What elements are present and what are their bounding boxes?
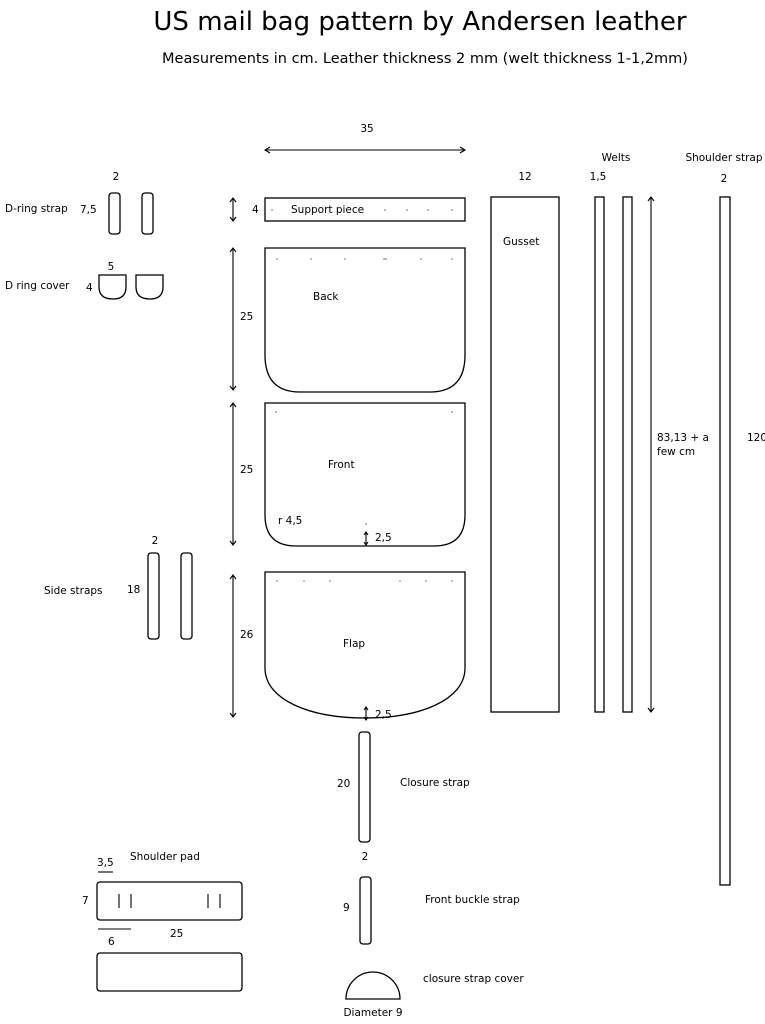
shoulder-pad-height-label: 7 xyxy=(82,895,89,907)
dring-strap-width-label: 2 xyxy=(113,171,120,183)
welt-strip-2 xyxy=(622,196,633,713)
front-buckle-strap-length-label: 9 xyxy=(343,902,350,914)
page-subtitle: Measurements in cm. Leather thickness 2 … xyxy=(162,51,688,67)
closure-strap-label: Closure strap xyxy=(400,777,470,789)
back-panel xyxy=(264,247,466,393)
dring-cover-height-label: 4 xyxy=(86,282,93,294)
support-width-label: 35 xyxy=(360,123,373,135)
welts-length-note: few cm xyxy=(657,446,695,458)
dring-cover-label: D ring cover xyxy=(5,280,70,292)
dring-cover-1 xyxy=(98,274,127,300)
front-inset-dimension xyxy=(363,531,369,546)
closure-strap-cover-diameter-label: Diameter 9 xyxy=(343,1007,402,1019)
support-piece xyxy=(264,197,466,222)
dring-strap-label: D-ring strap xyxy=(5,203,68,215)
support-stitch-dots xyxy=(271,209,453,211)
side-straps-label: Side straps xyxy=(44,585,103,597)
flap-stitch-dots xyxy=(276,580,453,582)
gusset-width-label: 12 xyxy=(518,171,531,183)
shoulder-pad-slots xyxy=(118,894,221,908)
support-height-dimension xyxy=(229,197,237,222)
shoulder-pad-bottom xyxy=(96,952,243,992)
closure-strap-width-label: 2 xyxy=(362,851,369,863)
shoulder-strap-piece xyxy=(719,196,731,886)
welts-length-dimension xyxy=(647,196,655,713)
front-buckle-strap-piece xyxy=(359,876,372,945)
front-label: Front xyxy=(328,459,355,471)
shoulder-pad-length-label: 25 xyxy=(170,928,183,940)
welt-strip-1 xyxy=(594,196,605,713)
page-title: US mail bag pattern by Andersen leather xyxy=(153,7,686,37)
side-strap-2 xyxy=(180,552,193,640)
front-height-dimension xyxy=(229,402,237,546)
flap-height-dimension xyxy=(229,574,237,718)
welts-label: Welts xyxy=(602,152,631,164)
back-height-dimension xyxy=(229,247,237,391)
dring-strap-height-label: 7,5 xyxy=(80,204,97,216)
front-buckle-strap-label: Front buckle strap xyxy=(425,894,520,906)
back-label: Back xyxy=(313,291,339,303)
shoulder-pad-label: Shoulder pad xyxy=(130,851,200,863)
back-height-label: 25 xyxy=(240,311,253,323)
closure-strap-piece xyxy=(358,731,371,843)
side-straps-height-label: 18 xyxy=(127,584,140,596)
flap-inset-label: 2,5 xyxy=(375,709,392,721)
flap-inset-dimension xyxy=(363,706,369,721)
shoulder-strap-width-label: 2 xyxy=(721,173,728,185)
back-stitch-dots xyxy=(276,258,453,260)
gusset-label: Gusset xyxy=(503,236,539,248)
dring-strap-1 xyxy=(108,192,121,235)
shoulder-pad-slot-offset-label: 3,5 xyxy=(97,857,114,869)
welts-width-label: 1,5 xyxy=(590,171,607,183)
closure-strap-cover-piece xyxy=(345,971,401,1000)
shoulder-pad-top xyxy=(96,881,243,921)
shoulder-pad-offset-label: 6 xyxy=(108,936,115,948)
front-panel xyxy=(264,402,466,547)
support-height-label: 4 xyxy=(252,204,259,216)
front-radius-label: r 4,5 xyxy=(278,515,302,527)
support-width-dimension xyxy=(263,146,467,154)
side-straps-width-label: 2 xyxy=(152,535,159,547)
flap-height-label: 26 xyxy=(240,629,254,641)
front-inset-label: 2,5 xyxy=(375,532,392,544)
shoulder-strap-label: Shoulder strap xyxy=(685,152,762,164)
dring-cover-2 xyxy=(135,274,164,300)
gusset-piece xyxy=(490,196,560,713)
welts-length-label: 83,13 + a xyxy=(657,432,709,444)
front-height-label: 25 xyxy=(240,464,253,476)
flap-label: Flap xyxy=(343,638,365,650)
closure-strap-cover-label: closure strap cover xyxy=(423,973,524,985)
dring-cover-width-label: 5 xyxy=(108,261,115,273)
dring-strap-2 xyxy=(141,192,154,235)
shoulder-strap-length-label: 120 xyxy=(747,432,765,444)
support-piece-label: Support piece xyxy=(291,204,364,216)
closure-strap-length-label: 20 xyxy=(337,778,350,790)
side-strap-1 xyxy=(147,552,160,640)
